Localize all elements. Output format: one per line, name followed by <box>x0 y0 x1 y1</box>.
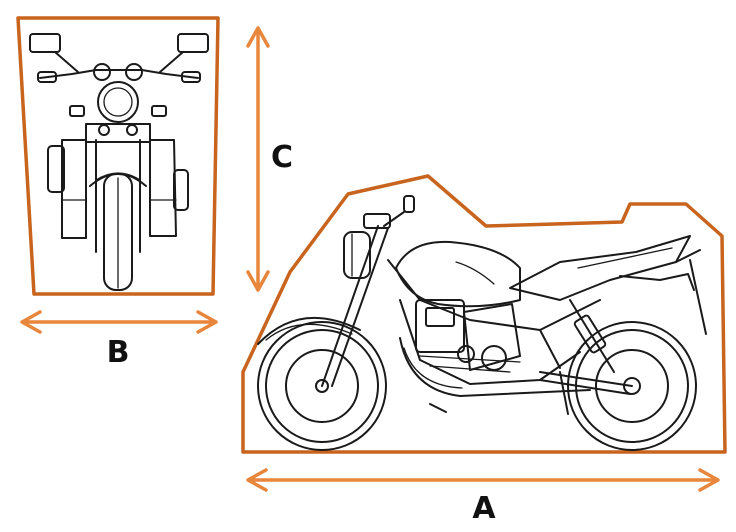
dimension-c: C <box>246 26 293 292</box>
side-view <box>241 174 727 454</box>
side-front-wheel <box>257 321 387 451</box>
seat <box>509 235 691 301</box>
dimension-a: A <box>246 468 720 526</box>
dimension-b: B <box>20 310 218 370</box>
dimension-a-label: A <box>472 491 496 526</box>
dimension-a-arrow <box>246 468 720 492</box>
frame <box>387 259 601 331</box>
left-mirror <box>29 33 61 53</box>
headlight <box>97 81 139 123</box>
dimension-b-label: B <box>107 335 130 370</box>
side-cover-outline <box>241 174 727 454</box>
front-cover-outline <box>16 16 220 296</box>
left-gauge <box>93 63 111 81</box>
right-gauge <box>125 63 143 81</box>
dimension-c-label: C <box>271 140 293 175</box>
front-fork <box>321 225 379 387</box>
dimension-b-arrow <box>20 310 218 334</box>
fuel-tank <box>395 240 521 308</box>
rear-shock <box>569 299 615 373</box>
side-headlight <box>343 231 371 279</box>
engine <box>415 299 521 373</box>
handlebar <box>39 69 199 79</box>
front-engine <box>61 139 87 239</box>
exhaust <box>399 337 591 397</box>
front-view <box>16 16 220 296</box>
front-wheel <box>103 173 133 291</box>
right-mirror <box>177 33 209 53</box>
dimension-c-arrow <box>246 26 270 292</box>
